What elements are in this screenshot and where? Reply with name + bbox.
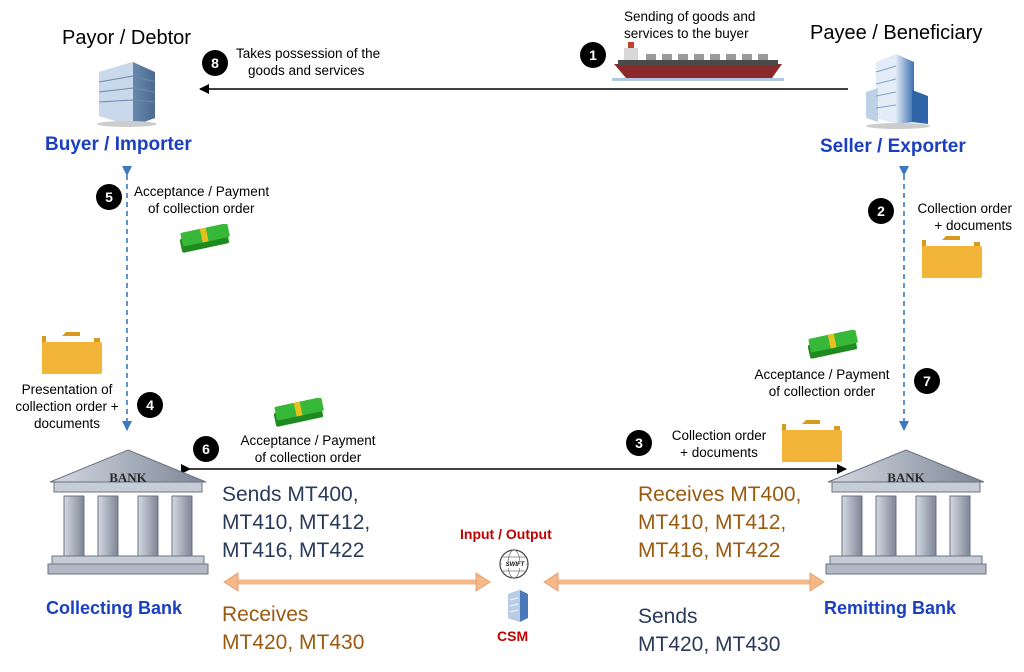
remitting-sends-line1: Sends — [638, 605, 698, 628]
collecting-to-csm-arrow — [223, 572, 491, 592]
collecting-sends-line1: Sends MT400, — [222, 483, 359, 506]
office-building-icon — [97, 62, 157, 127]
step-6-line2: of collection order — [254, 450, 362, 465]
collecting-receives-messages: Receives MT420, MT430 — [222, 601, 364, 657]
collecting-receives-line2: MT420, MT430 — [222, 631, 365, 654]
step-3-badge: 3 — [626, 430, 652, 456]
remitting-bank-label: Remitting Bank — [824, 598, 957, 618]
step-8-line2: goods and services — [248, 63, 365, 78]
server-icon — [508, 590, 528, 622]
collecting-receives-line1: Receives — [222, 603, 309, 626]
folder-icon — [42, 332, 102, 374]
remitting-receives-line1: Receives MT400, — [638, 483, 802, 506]
remitting-bank-sign: BANK — [887, 470, 925, 485]
step-5-label: Acceptance / Payment of collection order — [134, 183, 269, 217]
step-1-line2: services to the buyer — [624, 26, 749, 41]
office-tower-icon — [866, 54, 930, 129]
seller-exporter-label: Seller / Exporter — [820, 136, 966, 157]
step-7-line1: Acceptance / Payment — [754, 367, 890, 382]
step-8-line1: Takes possession of the — [236, 46, 381, 61]
step-1-line1: Sending of goods and — [624, 9, 756, 24]
remitting-bank-building-icon — [825, 449, 987, 575]
step-5-line2: of collection order — [148, 201, 255, 216]
step-4-line3: documents — [33, 416, 101, 431]
step-6-label: Acceptance / Payment of collection order — [228, 432, 388, 466]
money-stack-icon — [807, 330, 858, 359]
buyer-importer-label: Buyer / Importer — [45, 134, 192, 155]
step-8-label: Takes possession of the goods and servic… — [236, 45, 380, 79]
remitting-receives-line3: MT416, MT422 — [638, 539, 781, 562]
payee-title: Payee / Beneficiary — [810, 22, 983, 44]
step-4-line1: Presentation of — [21, 382, 113, 397]
step-1-label: Sending of goods and services to the buy… — [624, 8, 755, 42]
step-4-label: Presentation of collection order + docum… — [8, 381, 126, 432]
step-2-line1: Collection order — [917, 201, 1012, 216]
step-4-badge: 4 — [137, 392, 163, 418]
step-7-badge: 7 — [914, 368, 940, 394]
step-5-badge: 5 — [96, 184, 122, 210]
step-2-line2: + documents — [934, 218, 1012, 233]
step-3-line2: + documents — [680, 445, 758, 460]
step-6-line1: Acceptance / Payment — [240, 433, 376, 448]
payor-title: Payor / Debtor — [62, 27, 191, 49]
step-5-line1: Acceptance / Payment — [134, 184, 270, 199]
step-6-badge: 6 — [193, 436, 219, 462]
csm-label: CSM — [497, 628, 529, 644]
step-3-label: Collection order + documents — [662, 427, 776, 461]
input-output-label: Input / Output — [460, 526, 552, 542]
step-3-line1: Collection order — [671, 428, 767, 443]
step-7-label: Acceptance / Payment of collection order — [746, 366, 898, 400]
remitting-sends-messages: Sends MT420, MT430 — [638, 603, 780, 659]
step-8-badge: 8 — [202, 50, 228, 76]
swift-globe-icon — [499, 549, 529, 579]
folder-icon — [782, 420, 842, 462]
collecting-sends-messages: Sends MT400, MT410, MT412, MT416, MT422 — [222, 481, 370, 565]
collecting-bank-label: Collecting Bank — [46, 598, 183, 618]
cargo-ship-icon — [612, 42, 784, 81]
collecting-sends-line2: MT410, MT412, — [222, 511, 371, 534]
step-2-label: Collection order + documents — [906, 200, 1012, 234]
collecting-bank-building-icon — [47, 449, 209, 575]
remitting-to-csm-arrow — [543, 572, 825, 592]
step-2-badge: 2 — [868, 198, 894, 224]
swift-text: SWIFT — [505, 562, 525, 568]
collecting-bank-sign: BANK — [109, 470, 147, 485]
money-stack-icon — [273, 398, 324, 427]
collecting-sends-line3: MT416, MT422 — [222, 539, 365, 562]
folder-icon — [922, 236, 982, 278]
step-7-line2: of collection order — [768, 384, 876, 399]
step-4-line2: collection order + — [15, 399, 119, 414]
money-stack-icon — [179, 224, 230, 253]
remitting-receives-line2: MT410, MT412, — [638, 511, 787, 534]
remitting-sends-line2: MT420, MT430 — [638, 633, 781, 656]
step-1-badge: 1 — [580, 42, 606, 68]
remitting-receives-messages: Receives MT400, MT410, MT412, MT416, MT4… — [638, 481, 801, 565]
